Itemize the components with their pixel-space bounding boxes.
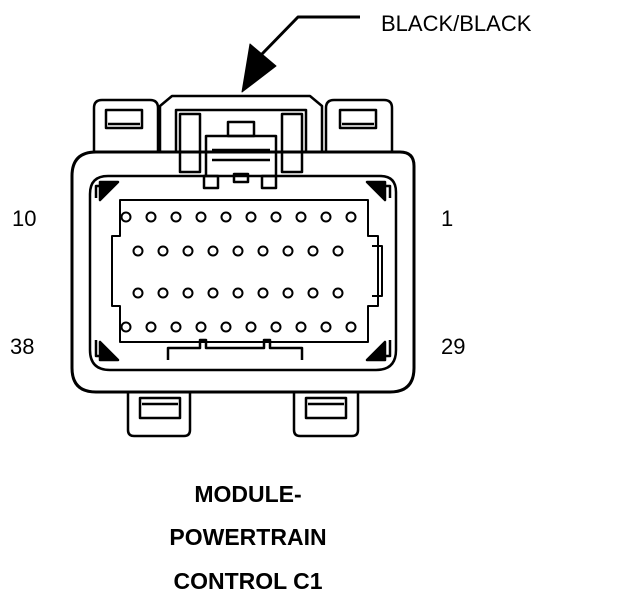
bottom-key-ribs	[166, 338, 304, 360]
pin-cavity	[145, 321, 157, 333]
pin-cavity	[307, 245, 319, 257]
pin-cavity	[332, 245, 344, 257]
connector-cavity	[88, 174, 398, 372]
pin-cavity	[295, 321, 307, 333]
pin-cavity	[120, 211, 132, 223]
pin-cavity	[182, 245, 194, 257]
pin-cavity	[245, 321, 257, 333]
pin-number-38-label: 38	[10, 334, 35, 359]
pin-field-side-rails	[372, 245, 383, 297]
pin-number-1-label: 1	[441, 206, 454, 231]
pin-cavity	[232, 287, 244, 299]
pin-cavity	[245, 211, 257, 223]
pin-cavity	[345, 321, 357, 333]
pin-cavity	[232, 245, 244, 257]
pin-cavity	[320, 211, 332, 223]
pin-number-10-label: 10	[12, 206, 37, 231]
pin-cavity	[132, 287, 144, 299]
connector-housing	[70, 150, 416, 394]
wire-color-label: BLACK/BLACK	[381, 11, 532, 36]
pin-cavity	[295, 211, 307, 223]
pin-cavity	[170, 211, 182, 223]
pin-cavities	[120, 211, 357, 333]
pin-cavity	[257, 245, 269, 257]
pin-cavity	[282, 287, 294, 299]
pin-cavity	[207, 287, 219, 299]
pin-cavity	[182, 287, 194, 299]
pin-cavity	[170, 321, 182, 333]
pin-cavity	[157, 287, 169, 299]
pin-cavity	[257, 287, 269, 299]
pin-cavity	[195, 211, 207, 223]
pin-cavity	[307, 287, 319, 299]
connector-title-line-2: POWERTRAIN	[169, 524, 327, 550]
connector-title-line-1: MODULE-	[194, 481, 302, 507]
pin-cavity	[282, 245, 294, 257]
pin-cavity	[120, 321, 132, 333]
bottom-lock-tabs	[126, 392, 360, 438]
color-callout-leader	[241, 15, 360, 93]
top-latch	[158, 94, 324, 190]
pin-cavity	[220, 211, 232, 223]
pin-cavity	[195, 321, 207, 333]
pin-cavity	[145, 211, 157, 223]
pin-number-29-label: 29	[441, 334, 466, 359]
pin-cavity	[157, 245, 169, 257]
pin-field-outline	[111, 199, 379, 343]
pin-cavity	[220, 321, 232, 333]
connector-title-line-3: CONTROL C1	[173, 568, 323, 594]
pin-cavity	[207, 245, 219, 257]
pin-cavity	[345, 211, 357, 223]
cavity-corner-keys	[94, 180, 392, 362]
pin-cavity	[320, 321, 332, 333]
pin-cavity	[332, 287, 344, 299]
pin-cavity	[270, 211, 282, 223]
pin-cavity	[132, 245, 144, 257]
pin-cavity	[270, 321, 282, 333]
top-lock-tabs	[92, 98, 394, 152]
